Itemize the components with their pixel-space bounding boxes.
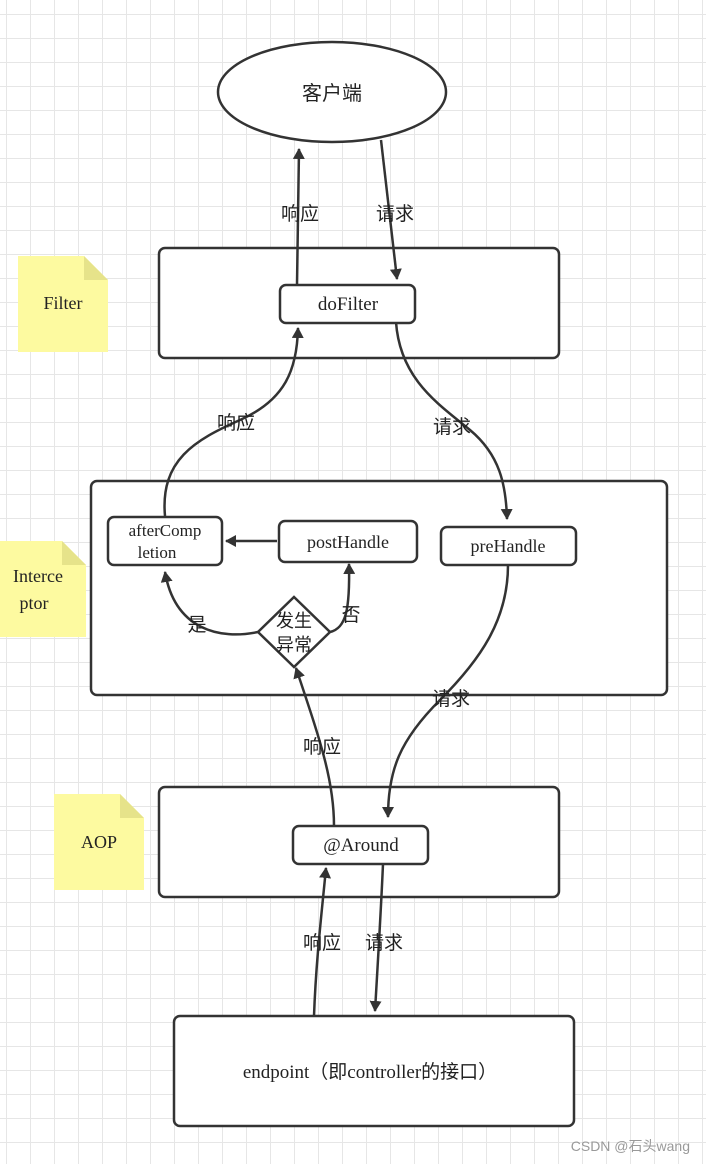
edge-around-to-decision	[293, 667, 336, 827]
client-node: 客户端	[216, 40, 448, 144]
interceptor-note-label-1: Interce	[13, 566, 63, 586]
exception-decision-node: 发生 异常	[256, 595, 332, 669]
posthandle-label: postHandle	[307, 532, 389, 552]
aop-note-label: AOP	[81, 832, 117, 852]
endpoint-response-label: 响应	[303, 932, 341, 954]
endpoint-request-label: 请求	[365, 932, 403, 954]
posthandle-node: postHandle	[277, 519, 419, 564]
aftercompletion-node: afterComp letion	[106, 515, 224, 567]
client-label: 客户端	[302, 82, 362, 105]
filter-request-label: 请求	[433, 416, 471, 438]
edges	[160, 139, 513, 1017]
edge-dofilter-to-prehandle	[394, 321, 513, 520]
edge-decision-to-posthandle	[329, 563, 356, 634]
dofilter-label: doFilter	[318, 294, 379, 315]
no-label: 否	[341, 605, 360, 626]
filter-response-label: 响应	[217, 412, 255, 434]
decision-label-2: 异常	[276, 635, 312, 655]
prehandle-label: preHandle	[471, 536, 546, 556]
interceptor-note-label-2: ptor	[20, 593, 49, 613]
decision-label-1: 发生	[276, 611, 312, 631]
prehandle-request-label: 请求	[432, 688, 470, 710]
edge-dofilter-to-client	[292, 148, 305, 286]
aop-response-label: 响应	[303, 736, 341, 758]
edge-client-to-dofilter	[379, 139, 402, 280]
edge-prehandle-to-around	[382, 564, 510, 818]
edge-labels: 响应 请求 响应 请求 请求 响应 响应 请求 是 否	[187, 203, 471, 954]
dofilter-node: doFilter	[278, 283, 417, 325]
client-request-label: 请求	[376, 203, 414, 225]
aftercompletion-label-1: afterComp	[129, 521, 202, 540]
aop-note: AOP	[54, 794, 144, 890]
edge-aftercompletion-to-dofilter	[163, 327, 304, 517]
prehandle-node: preHandle	[439, 525, 578, 567]
interceptor-note: Interce ptor	[0, 541, 86, 637]
edge-decision-to-aftercompletion	[160, 571, 259, 636]
yes-label: 是	[187, 615, 206, 636]
interceptor-container	[89, 479, 669, 697]
endpoint-label: endpoint（即controller的接口）	[243, 1061, 497, 1083]
aftercompletion-label-2: letion	[138, 543, 177, 562]
endpoint-node: endpoint（即controller的接口）	[172, 1014, 576, 1128]
filter-note-label: Filter	[44, 293, 83, 313]
around-node: @Around	[291, 824, 430, 866]
edge-around-to-endpoint	[369, 863, 385, 1012]
client-response-label: 响应	[281, 203, 319, 225]
edge-endpoint-to-around	[312, 867, 332, 1017]
filter-note: Filter	[18, 256, 108, 352]
around-label: @Around	[323, 835, 399, 856]
watermark-text: CSDN @石头wang	[571, 1138, 690, 1154]
